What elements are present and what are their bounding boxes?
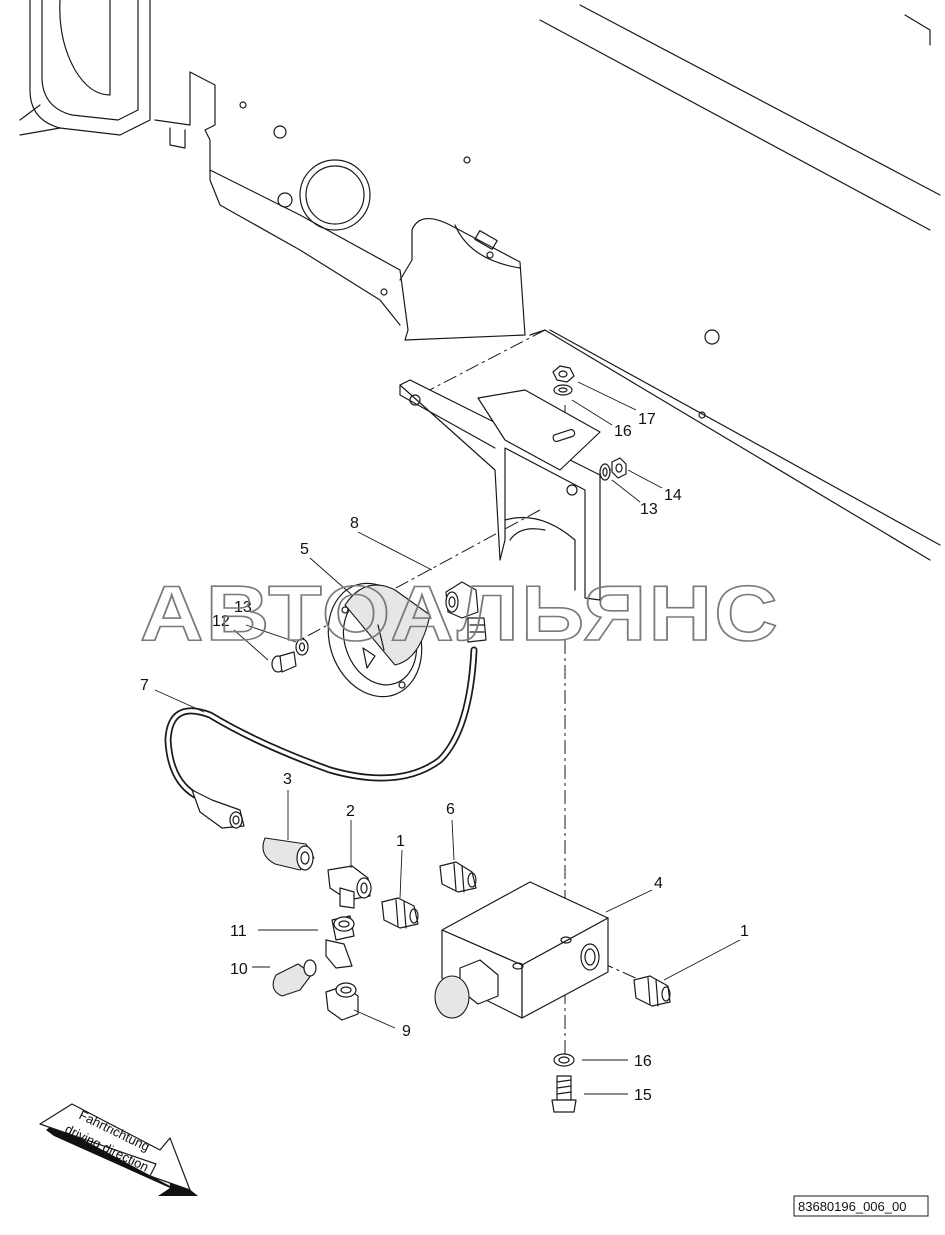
screw-12: [271, 651, 297, 673]
callout-15: 15: [634, 1087, 652, 1104]
valve-block: [434, 881, 609, 1019]
callout-12: 12: [212, 613, 230, 630]
elbow-fitting-9: [325, 982, 359, 1021]
callout-1-right: 1: [740, 923, 749, 940]
adapter-6: [439, 861, 477, 893]
fitting-11: [325, 915, 355, 969]
mounting-bracket: [399, 379, 601, 601]
callout-17: 17: [638, 411, 656, 428]
drawing-code: 83680196_006_00: [798, 1199, 906, 1214]
callout-16-top: 16: [614, 423, 632, 440]
callout-13-right: 13: [640, 501, 658, 518]
washer-13-right: [599, 463, 611, 481]
bolt-15: [551, 1075, 577, 1113]
callout-10: 10: [230, 961, 248, 978]
callout-14: 14: [664, 487, 682, 504]
washer-16-bottom: [553, 1053, 575, 1067]
elbow-fitting: [445, 581, 487, 643]
pressure-gauge: [327, 582, 431, 698]
callout-5: 5: [300, 541, 309, 558]
leader-lines: [154, 381, 741, 1095]
washer-13-left: [295, 638, 309, 656]
cap-nut-3: [262, 837, 315, 871]
frame-structure: [19, 0, 941, 561]
callout-13-left: 13: [234, 599, 252, 616]
callout-3: 3: [283, 771, 292, 788]
callout-11: 11: [230, 923, 247, 940]
watermark-text: АВТОАЛЬЯНС: [140, 569, 780, 657]
callout-8: 8: [350, 515, 359, 532]
adapter-1-right: [633, 975, 671, 1007]
callout-6: 6: [446, 801, 455, 818]
adapter-1-left: [381, 897, 419, 929]
driving-direction-arrow: Fahrtrichtung driving direction: [39, 1103, 198, 1196]
nut-14: [611, 457, 627, 479]
tee-fitting-2: [327, 865, 372, 909]
drawing-code-box: 83680196_006_00: [793, 1195, 929, 1217]
callout-1-left: 1: [396, 833, 405, 850]
callout-2: 2: [346, 803, 355, 820]
nut-17: [552, 365, 575, 383]
callout-7: 7: [140, 677, 149, 694]
callout-9: 9: [402, 1023, 411, 1040]
callout-4: 4: [654, 875, 663, 892]
callout-labels: 17 16 14 13 8 5 13 12 7 3 2 6 1 4 1 11 1…: [140, 411, 749, 1104]
gauge-hose: [164, 646, 478, 829]
washer-16-top: [553, 384, 573, 396]
callout-16-bottom: 16: [634, 1053, 652, 1070]
plug-10: [272, 959, 317, 997]
